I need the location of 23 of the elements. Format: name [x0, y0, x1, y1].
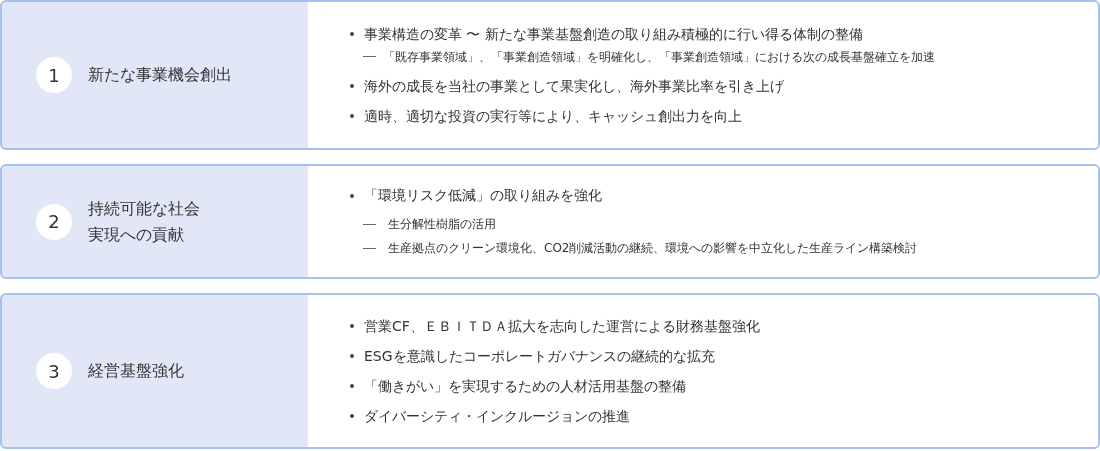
sub-item-text: 生産拠点のクリーン環境化、CO2削減活動の継続、環境への影響を中立化した生産ライン構築検討 [388, 240, 918, 257]
goal-card [0, 0, 1100, 150]
sub-item-text: 「既存事業領域」、「事業創造領域」を明確化し、「事業創造領域」における次の成長基盤確立を加速 [383, 48, 935, 66]
detail-panel [308, 166, 1098, 277]
goal-heading: 経営基盤強化 [88, 360, 185, 382]
goal-heading: 新たな事業機会創出 [88, 64, 233, 86]
detail-panel [308, 2, 1098, 148]
number-badge: 3 [36, 353, 72, 389]
goal-card [0, 293, 1100, 449]
number-badge: 2 [36, 203, 72, 240]
bullet-text: 適時、適切な投資の実行等により、キャッシュ創出力を向上 [364, 106, 742, 126]
sub-item-text: 生分解性樹脂の活用 [388, 216, 496, 233]
bullet-text: ESGを意識したコーポレートガバナンスの継続的な拡充 [364, 346, 715, 366]
number-badge: 1 [36, 57, 72, 93]
bullet-text: 事業構造の変革 〜 新たな事業基盤創造の取り組み積極的に行い得る体制の整備 [364, 24, 863, 44]
goal-heading: 持続可能な社会実現への貢献 [88, 197, 201, 246]
bullet-text: 「働きがい」を実現するための人材活用基盤の整備 [364, 376, 686, 396]
goal-card [0, 164, 1100, 279]
detail-panel [308, 295, 1098, 447]
bullet-text: 営業CF、ＥＢＩＴＤＡ拡大を志向した運営による財務基盤強化 [364, 316, 760, 336]
bullet-text: 「環境リスク低減」の取り組みを強化 [364, 186, 602, 205]
bullet-text: 海外の成長を当社の事業として果実化し、海外事業比率を引き上げ [364, 76, 784, 96]
bullet-text: ダイバーシティ・インクルージョンの推進 [364, 406, 630, 426]
